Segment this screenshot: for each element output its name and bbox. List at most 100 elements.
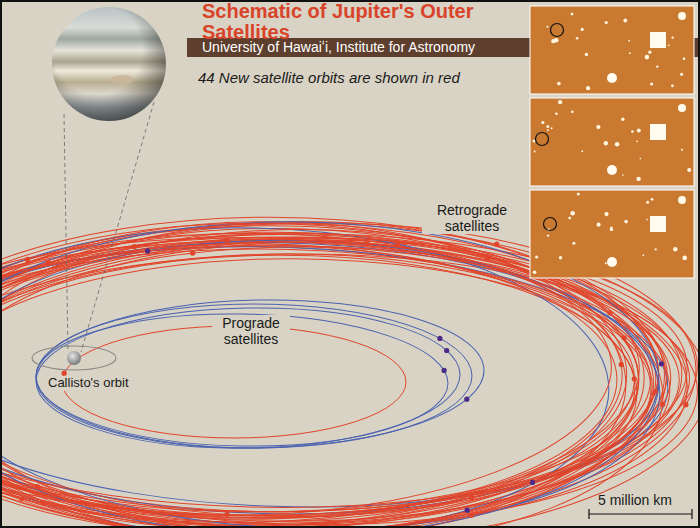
satellite-dot [364,241,369,246]
star [597,223,601,227]
satellite-dot [224,238,229,243]
star [621,118,624,121]
jupiter-globe [52,7,166,121]
star [557,82,561,86]
star [585,53,588,56]
group-label: Retrograde satellites [422,202,522,234]
orbit-line [35,296,486,452]
satellite-marker [551,24,564,37]
bright-star [678,196,686,204]
orbit-line [2,240,638,528]
orbit-line [2,235,687,526]
star [683,57,686,60]
star [671,84,674,87]
satellite-dot [632,376,637,381]
star [629,52,631,54]
satellite-dot [660,402,665,407]
scale-label: 5 million km [598,492,672,508]
satellite-dot [465,508,470,513]
star [554,38,559,43]
orbit-line [2,249,691,516]
callisto-orbit [32,346,116,370]
orbit-line [2,242,672,519]
satellite-dot [19,496,24,501]
satellite-dot [35,484,40,489]
star [656,65,658,67]
star [604,141,608,145]
satellite-dot [659,361,664,366]
star [596,125,600,129]
satellite-dot [442,368,447,373]
star [646,219,648,221]
image-panel [530,6,694,94]
star [571,13,574,16]
star [628,40,630,42]
star [551,127,553,129]
star [648,51,651,54]
satellite-dot [530,480,535,485]
orbit-line [2,235,642,528]
star [535,255,538,258]
star [687,168,691,172]
satellite-dot [145,248,150,253]
satellite-dot [469,513,474,518]
star [605,262,607,264]
orbit-line [2,220,612,528]
satellite-dot [494,242,499,247]
satellite-marker [544,218,557,231]
satellite-dot [190,251,195,256]
institution-band-text: University of Hawaiʻi, Institute for Ast… [202,39,475,55]
satellite-dot [25,257,30,262]
star [571,111,574,114]
satellite-dot [224,512,229,517]
star [572,242,575,245]
satellite-dot [132,244,137,249]
satellite-dot [464,397,469,402]
star [623,19,627,23]
star [534,151,536,153]
bright-star [607,257,617,267]
zoom-line [64,114,68,352]
satellite-dot [444,348,449,353]
star [568,217,571,220]
star [581,150,583,152]
satellite-dot [46,260,51,265]
satellite-dot [41,500,46,505]
star [680,73,683,76]
star [645,55,650,60]
satellite-dot [437,336,442,341]
star [624,220,628,224]
bright-star [678,104,686,112]
bright-star [607,73,617,83]
zoom-line [81,102,154,352]
star [586,86,590,90]
star [640,158,642,160]
satellite-dot [619,362,624,367]
star [610,228,613,231]
orbit-line [35,310,449,449]
star [581,28,584,31]
orbit-line [35,304,461,451]
image-panel [530,98,694,186]
star [655,248,657,250]
star [546,125,549,128]
star [636,177,640,181]
scale-bar [589,513,692,514]
satellite-dot [395,240,400,245]
satellite-dot [469,495,474,500]
star [577,193,580,196]
star [570,211,575,216]
star [682,256,687,261]
orbit-line [2,246,637,528]
star [636,140,638,142]
orbit-line [2,258,651,518]
star [547,129,549,131]
star [646,201,649,204]
satellite-dot [607,310,612,315]
star [555,113,558,116]
satellite-marker [536,133,549,146]
discovery-images [530,6,694,278]
satellite-dot [622,335,627,340]
note-text: 44 New satellite orbits are shown in red [198,69,460,86]
